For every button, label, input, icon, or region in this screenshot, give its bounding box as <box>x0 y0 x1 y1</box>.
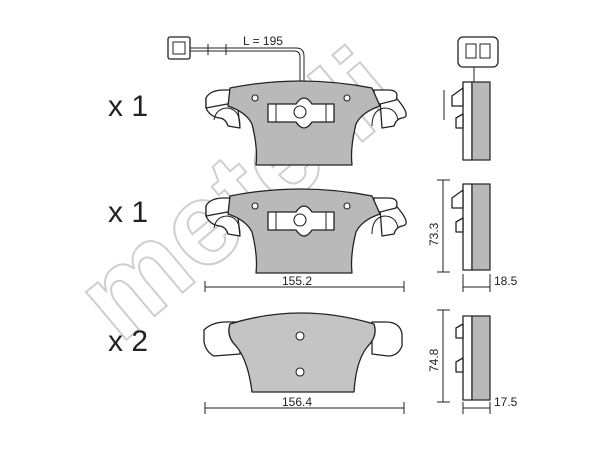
sensor-connector <box>167 36 191 60</box>
pad-1-quantity: x 1 <box>108 90 148 123</box>
pad-2-width-value: 155.2 <box>282 274 312 288</box>
pad-2-height-value: 73.3 <box>427 222 441 246</box>
pad-3-friction-material <box>228 312 376 393</box>
pad-2: x 1 155.2 73.3 <box>108 179 518 292</box>
pad-2-width-dimension: 155.2 <box>204 274 405 292</box>
pad-2-thickness-dimension: 18.5 <box>462 274 518 292</box>
pad-2-quantity: x 1 <box>108 196 148 229</box>
pad-2-side-view <box>451 183 491 271</box>
pad-3-thickness-value: 17.5 <box>494 395 518 409</box>
pad-2-height-dimension: 73.3 <box>427 179 450 273</box>
pad-2-thickness-value: 18.5 <box>494 274 518 288</box>
pad-1-rivet-left <box>251 94 259 102</box>
pad-3-width-dimension: 156.4 <box>204 395 405 414</box>
pad-3: x 2 156.4 74.8 <box>108 309 518 414</box>
pad-3-height-dimension: 74.8 <box>427 309 450 403</box>
pad-3-thickness-dimension: 17.5 <box>462 395 518 414</box>
wear-sensor: L = 195 <box>167 34 305 84</box>
pad-3-height-value: 74.8 <box>427 348 441 372</box>
pad-1: x 1 L = 195 <box>108 34 499 166</box>
side-sensor-connector <box>457 36 499 68</box>
pad-3-quantity: x 2 <box>108 325 148 358</box>
sensor-cable-length: L = 195 <box>243 34 283 48</box>
pad-3-side-view <box>455 315 491 401</box>
pad-3-width-value: 156.4 <box>282 395 312 409</box>
side-backing-plate <box>462 81 473 161</box>
sensor-cable <box>190 47 305 84</box>
pad-3-rivet-top <box>295 331 305 341</box>
pad-1-side-view <box>443 36 499 161</box>
side-friction-layer <box>471 81 491 161</box>
pad-3-rivet-bottom <box>295 367 305 377</box>
sensor-connector-socket <box>172 41 186 55</box>
pad-1-rivet-right <box>343 94 351 102</box>
pad-1-sensor-hole <box>293 105 307 119</box>
